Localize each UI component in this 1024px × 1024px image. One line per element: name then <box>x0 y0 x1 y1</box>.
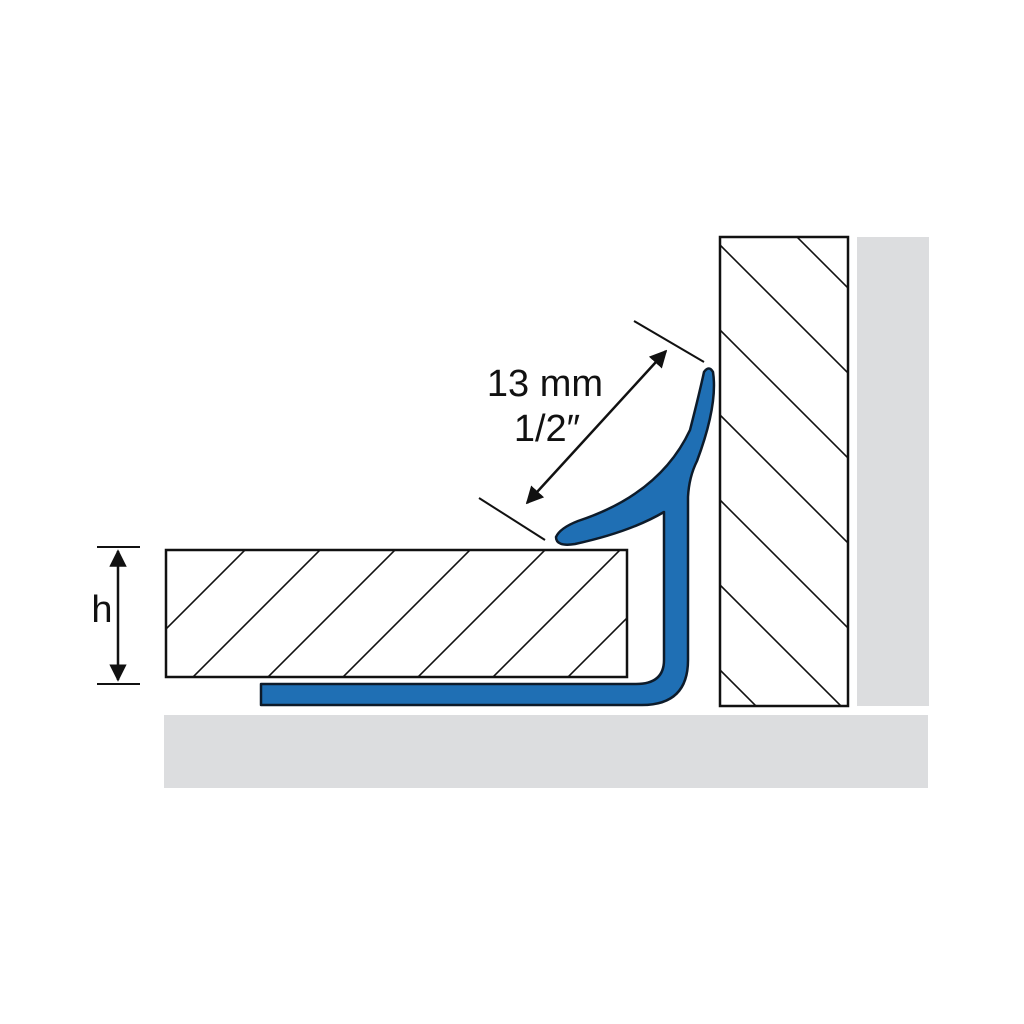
dimension-extension-lower <box>478 497 546 541</box>
dimension-extension-upper <box>633 320 705 363</box>
dimension-metric-label: 13 mm <box>487 363 603 405</box>
wall-tile <box>718 235 850 708</box>
dimension-imperial-label: 1/2″ <box>514 408 580 450</box>
cove-profile <box>259 367 716 707</box>
height-label: h <box>91 589 112 631</box>
wall-substrate <box>857 237 929 706</box>
floor-substrate <box>164 715 928 788</box>
floor-tile <box>164 548 629 679</box>
dimension-arrow-diagonal <box>525 349 668 505</box>
